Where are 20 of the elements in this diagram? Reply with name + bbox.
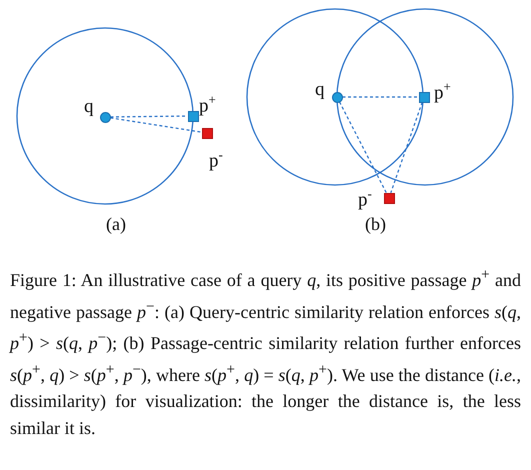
dashed-line — [390, 102, 423, 193]
passage-square — [188, 110, 198, 122]
passage-square — [418, 92, 430, 102]
point-label: p$^{+}$ — [199, 93, 216, 116]
passage-square — [384, 192, 394, 204]
dashed-line — [342, 96, 418, 98]
point-label: q — [315, 80, 324, 99]
dashed-line — [110, 117, 202, 133]
panel-label: (a) — [106, 215, 126, 233]
query-dot — [100, 112, 110, 122]
query-dot — [332, 92, 342, 102]
panel-label: (b) — [365, 215, 386, 233]
dashed-line — [338, 102, 388, 194]
point-label: p$^{-}$ — [209, 148, 223, 170]
point-label: p$^{+}$ — [434, 80, 451, 102]
passage-square — [202, 128, 212, 138]
dashed-line — [110, 115, 188, 118]
point-label: q — [84, 97, 94, 116]
point-label: p$^{-}$ — [358, 187, 372, 210]
figure-caption: Figure 1: An illustrative case of a query q, its positive passage p$^{+}$ and negative passage p$^{−}$: (a) Query-centric similarity relation enforces s(q, p$^{+}$) > s(q, p$^{−}$); (b) Passage-centric similarity relation further enforces s(p$^{+}$, q) > s(p$^{+}$, p$^{−}$), where s(p$^{+}$, q) = s(q, p$^{+}$). We use the distance (i.e., dissimilarity) for visualization: the longer the distance is, the less similar it is. — [10, 266, 521, 440]
